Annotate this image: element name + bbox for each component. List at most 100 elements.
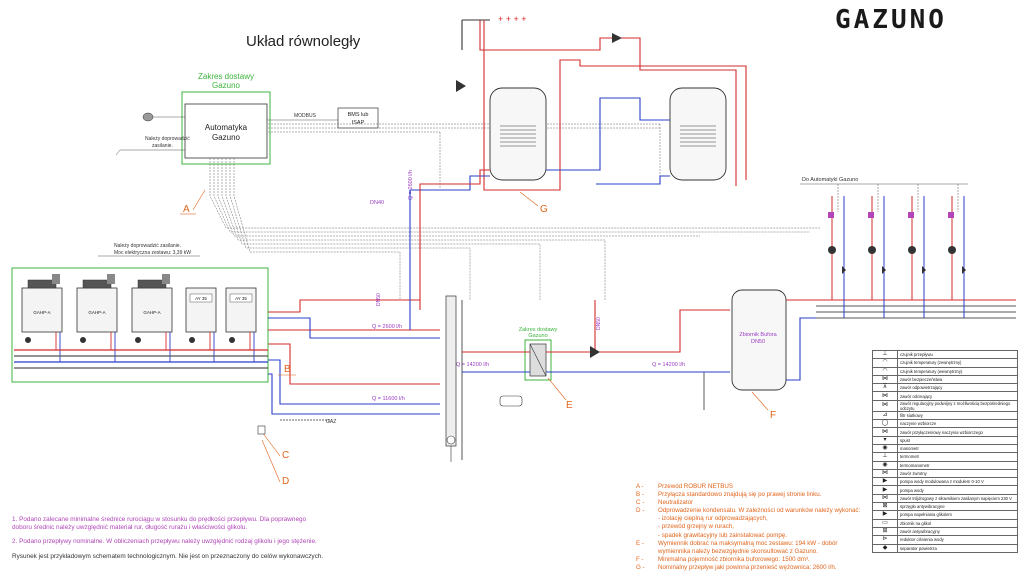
symbol-row: ◉manometr — [872, 443, 1018, 454]
symbol-description: zawór zwrotny — [897, 468, 1018, 479]
symbol-description: zawór odpowietrzający — [897, 383, 1018, 393]
symbol-description: pompa wody modulowana z modułem 0-10 V — [897, 477, 1018, 487]
symbol-row: ⊞zawór antywibracyjny — [872, 526, 1018, 537]
power-note-top-2: zasilanie. — [152, 143, 173, 149]
symbol-row: ◠czujnik temperatury (zewnętrzny) — [872, 358, 1018, 368]
symbol-row: ⋈zawór bezpieczeństwa — [872, 374, 1018, 385]
marker-d: D — [282, 476, 289, 487]
legend-text: - izolację cieplną rur odprowadzających, — [658, 515, 768, 523]
legend-key — [636, 523, 658, 531]
circuit-pump-icon — [868, 246, 876, 254]
valve-icon — [882, 266, 886, 274]
unit-pump-icon — [25, 337, 31, 343]
buffer-tank-label-1: Zbiornik Bufora — [739, 332, 777, 338]
power-note-top-1: Należy doprowadzić — [145, 136, 190, 142]
controller-module-icon — [908, 212, 914, 218]
unit-panel — [229, 293, 253, 303]
temp-sensor-icon: ◠ — [872, 358, 898, 368]
symbol-row: ▶pompa wody modulowana z modułem 0-10 V — [872, 477, 1018, 487]
buffer-tank — [731, 289, 787, 391]
legend-text: Neutralizator — [658, 499, 694, 507]
legend-text: Wymiennik dobrać na maksymalną moc zesta… — [658, 539, 838, 547]
thermomanometer-icon: ◉ — [872, 460, 898, 470]
unit-pump-icon — [229, 337, 235, 343]
dhw-pump-icon — [456, 80, 466, 92]
symbol-description: termomanometr — [897, 460, 1018, 470]
symbol-description: zbiornik na glikol — [897, 518, 1018, 528]
symbol-row: ◯naczynie wzbiorcze — [872, 419, 1018, 429]
legend-item: - spadek grawitacyjny lub zainstalować p… — [636, 532, 876, 540]
power-note-units-2: Moc elektryczna zestawu: 3,39 kW — [114, 250, 191, 256]
unit-body — [131, 287, 173, 333]
damper-icon: ⊠ — [872, 502, 898, 512]
notes-block: 1. Podano zalecane minimalne średnice ru… — [12, 516, 323, 560]
legend-text: - spadek grawitacyjny lub zainstalować p… — [658, 531, 787, 539]
legend-item: - przewód grzejny w rurach, — [636, 523, 876, 531]
hydraulic-separator — [445, 295, 457, 447]
shutoff-valve-icon: ⋈ — [872, 391, 898, 401]
legend-item: wymiennika należy bezwzględnie skonsulto… — [636, 548, 876, 556]
heating-circuit — [908, 184, 926, 318]
circuit-pump-icon — [908, 246, 916, 254]
exchanger-scope-label-2: Gazuno — [528, 333, 547, 339]
symbol-description: czujnik temperatury (wewnętrzny) — [897, 366, 1018, 376]
legend-text: Nominalny przepływ jaki powinna przenieś… — [658, 563, 837, 571]
symbol-description: reduktor ciśnienia wody — [897, 535, 1018, 545]
symbol-row: ◠czujnik temperatury (wewnętrzny) — [872, 366, 1018, 376]
symbol-description: zawór odcinający — [897, 391, 1018, 401]
glycol-tank-icon — [499, 395, 523, 407]
legend-key: A - — [636, 483, 644, 490]
unit-label: AY 35 — [235, 296, 247, 301]
symbol-row: ◉termomanometr — [872, 460, 1018, 470]
note-1: 1. Podano zalecane minimalne średnice ru… — [12, 516, 307, 523]
hot-water-outlets: + + + + — [498, 14, 527, 24]
unit-panel — [189, 293, 213, 303]
controller-label-2: Gazuno — [212, 133, 241, 142]
heating-circuit — [868, 184, 886, 318]
manometer-icon: ◉ — [872, 443, 898, 454]
pump-icon — [590, 346, 600, 358]
symbol-table: ⊥czujnik przepływu◠czujnik temperatury (… — [872, 349, 1018, 553]
legend-item: A -Przewód ROBUR NETBUS — [636, 483, 876, 491]
q14200-label-b: Q = 14200 l/h — [652, 362, 685, 368]
legend-key — [636, 548, 658, 556]
symbol-row: ⊿filtr siatkowy — [872, 410, 1018, 421]
check-valve-icon: ⋈ — [872, 468, 898, 479]
legend-key: G - — [636, 563, 645, 571]
fan-cover-icon — [27, 279, 57, 289]
unit-label: GAHP-A — [88, 310, 105, 315]
bms-label-1: BMS lub — [348, 112, 369, 118]
neutralizer-icon — [257, 425, 266, 435]
symbol-description: naczynie wzbiorcze — [897, 419, 1018, 429]
controller-module-icon — [868, 212, 874, 218]
marker-c: C — [282, 450, 289, 461]
legend-key: E - — [636, 539, 644, 547]
gas-label: GAZ — [326, 419, 336, 425]
marker-f: F — [770, 410, 776, 421]
expansion-valve-icon: ⋈ — [872, 427, 898, 437]
dn50-pipe-label: DN50 — [596, 317, 602, 330]
circuit-pump-icon — [828, 246, 836, 254]
three-way-valve-icon: ⋈ — [872, 493, 898, 504]
separator-icon: ◆ — [872, 543, 898, 553]
unit-label: GAHP-A — [33, 310, 50, 315]
legend-text: - przewód grzejny w rurach, — [658, 523, 734, 531]
legend-key — [636, 532, 658, 540]
supply-scope-label-2: Gazuno — [212, 81, 241, 90]
automation-branch-label: Do Automatyki Gazuno — [802, 177, 858, 183]
symbol-description: czujnik temperatury (zewnętrzny) — [897, 358, 1018, 368]
legend-item: F -Minimalna pojemność zbiornika buforow… — [636, 556, 876, 564]
symbol-description: zawór bezpieczeństwa — [897, 374, 1018, 385]
legend-item: G - Nominalny przepływ jaki powinna przen… — [636, 564, 876, 572]
symbol-description: termometr — [897, 452, 1018, 462]
symbol-description: filtr siatkowy — [897, 410, 1018, 421]
legend-key: F - — [636, 555, 644, 563]
symbol-row: ⋈zawór trójdrogowy z siłownikiem zasilan… — [872, 493, 1018, 504]
page-title: Układ równoległy — [246, 33, 361, 50]
circulation-pump-icon — [612, 33, 622, 43]
symbol-row: ⋈zawór regulacyjny podwójny z możliwości… — [872, 399, 1018, 412]
exchanger-scope-label-1: Zakres dostawy — [519, 327, 558, 333]
q14200-label-a: Q = 14200 l/h — [456, 362, 489, 368]
heat-pump-unit: AY 35 — [185, 287, 217, 362]
